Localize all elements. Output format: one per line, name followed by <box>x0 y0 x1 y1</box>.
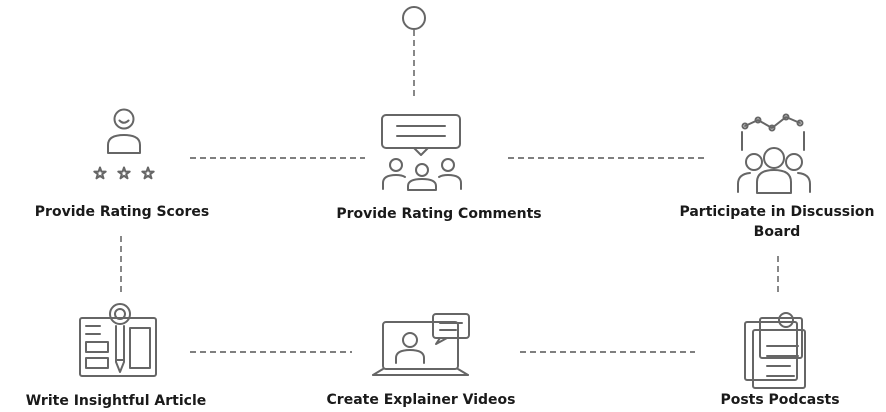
node-label-posts-podcasts: Posts Podcasts <box>720 392 840 408</box>
group-speech-bubble-icon <box>381 114 462 191</box>
laptop-video-chat-icon <box>372 313 470 376</box>
node-label-explainer-videos: Create Explainer Videos <box>326 392 516 408</box>
node-label-rating-scores: Provide Rating Scores <box>34 204 210 220</box>
node-label-insightful-article: Write Insightful Article <box>25 393 207 409</box>
node-label-discussion-line2: Board <box>753 224 801 240</box>
top-start-node <box>402 6 426 30</box>
clipboard-documents-icon <box>744 312 806 389</box>
node-label-discussion-line1: Participate in Discussion <box>679 204 875 220</box>
node-label-discussion-board: Participate in Discussion Board <box>670 202 884 242</box>
document-pencil-gear-icon <box>79 303 157 377</box>
person-stars-icon <box>93 108 155 180</box>
people-chart-icon <box>737 113 811 194</box>
node-label-rating-comments: Provide Rating Comments <box>336 206 542 222</box>
